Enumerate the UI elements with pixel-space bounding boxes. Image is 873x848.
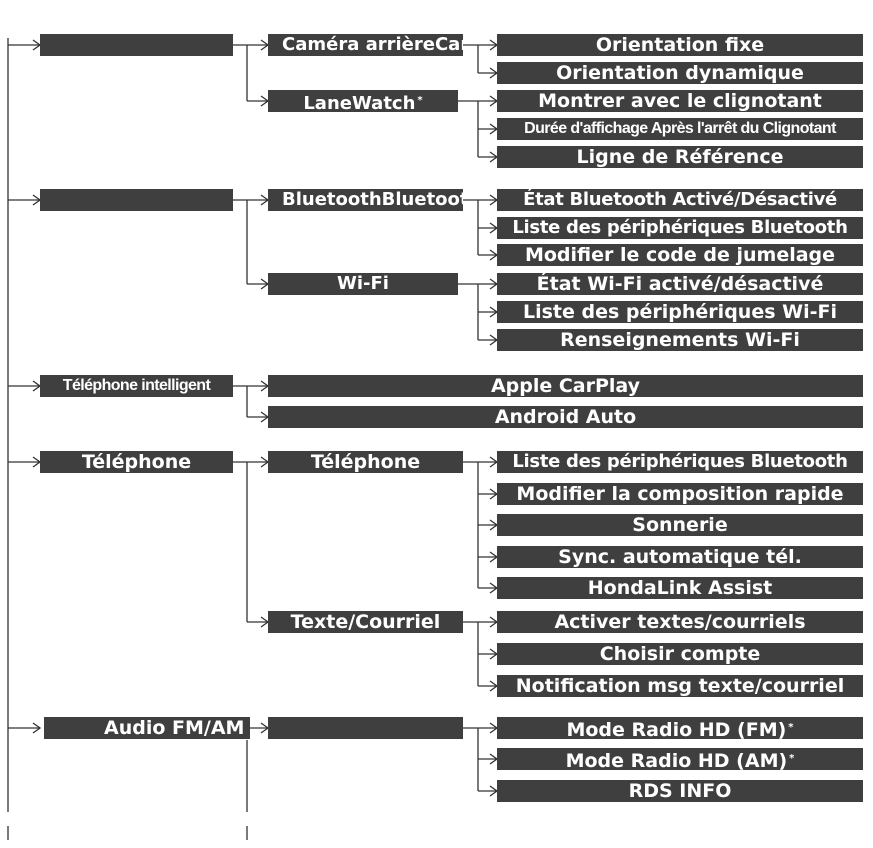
footnote-marker: * — [789, 753, 795, 764]
menu-item[interactable]: État Bluetooth Activé/Désactivé — [497, 189, 863, 211]
menu-item[interactable]: Mode Radio HD (FM)* — [497, 717, 863, 739]
menu-item[interactable]: Orientation fixe — [497, 34, 863, 56]
menu-box-audio-sub[interactable] — [268, 717, 463, 739]
menu-item[interactable]: HondaLink Assist — [497, 577, 863, 599]
menu-item[interactable]: Sync. automatique tél. — [497, 546, 863, 568]
menu-item[interactable]: Orientation dynamique — [497, 62, 863, 84]
menu-item[interactable]: Choisir compte — [497, 643, 863, 665]
menu-box-text-email[interactable]: Texte/Courriel — [268, 611, 463, 633]
menu-item[interactable]: Liste des périphériques Bluetooth — [497, 217, 863, 239]
menu-item-apple-carplay[interactable]: Apple CarPlay — [268, 375, 863, 397]
menu-item[interactable]: Modifier la composition rapide — [497, 483, 863, 505]
menu-box-level1[interactable] — [40, 189, 233, 211]
menu-box-phone-sub[interactable]: Téléphone — [268, 451, 463, 473]
menu-box-wifi[interactable]: Wi-Fi — [268, 273, 458, 295]
menu-item-android-auto[interactable]: Android Auto — [268, 406, 863, 428]
menu-box-level1[interactable] — [40, 34, 233, 56]
menu-box-bluetooth[interactable]: BluetoothBluetooth/Wi-Fi — [268, 189, 463, 211]
menu-item[interactable]: Notification msg texte/courriel — [497, 675, 863, 697]
menu-box-audio[interactable]: Audio FM/AM — [44, 717, 250, 739]
footnote-marker: * — [417, 95, 423, 106]
menu-box-lanewatch[interactable]: LaneWatch* — [268, 90, 458, 112]
menu-item[interactable]: RDS INFO — [497, 780, 863, 802]
menu-item[interactable]: Durée d'affichage Après l'arrêt du Clign… — [497, 118, 863, 140]
menu-item[interactable]: Montrer avec le clignotant — [497, 90, 863, 112]
menu-item[interactable]: Ligne de Référence — [497, 146, 863, 168]
footnote-marker: * — [788, 722, 794, 733]
menu-item[interactable]: Modifier le code de jumelage — [497, 244, 863, 266]
menu-box-smartphone[interactable]: Téléphone intelligent — [40, 375, 233, 397]
menu-item[interactable]: Liste des périphériques Bluetooth — [497, 451, 863, 473]
menu-item[interactable]: Mode Radio HD (AM)* — [497, 748, 863, 770]
menu-item[interactable]: Liste des périphériques Wi-Fi — [497, 301, 863, 323]
menu-item[interactable]: Activer textes/courriels — [497, 611, 863, 633]
menu-item[interactable]: Renseignements Wi-Fi — [497, 329, 863, 351]
menu-box-camera[interactable]: Caméra arrièreCaméra — [268, 34, 463, 56]
menu-item[interactable]: État Wi-Fi activé/désactivé — [497, 273, 863, 295]
menu-box-phone[interactable]: Téléphone — [40, 451, 233, 473]
menu-item[interactable]: Sonnerie — [497, 514, 863, 536]
